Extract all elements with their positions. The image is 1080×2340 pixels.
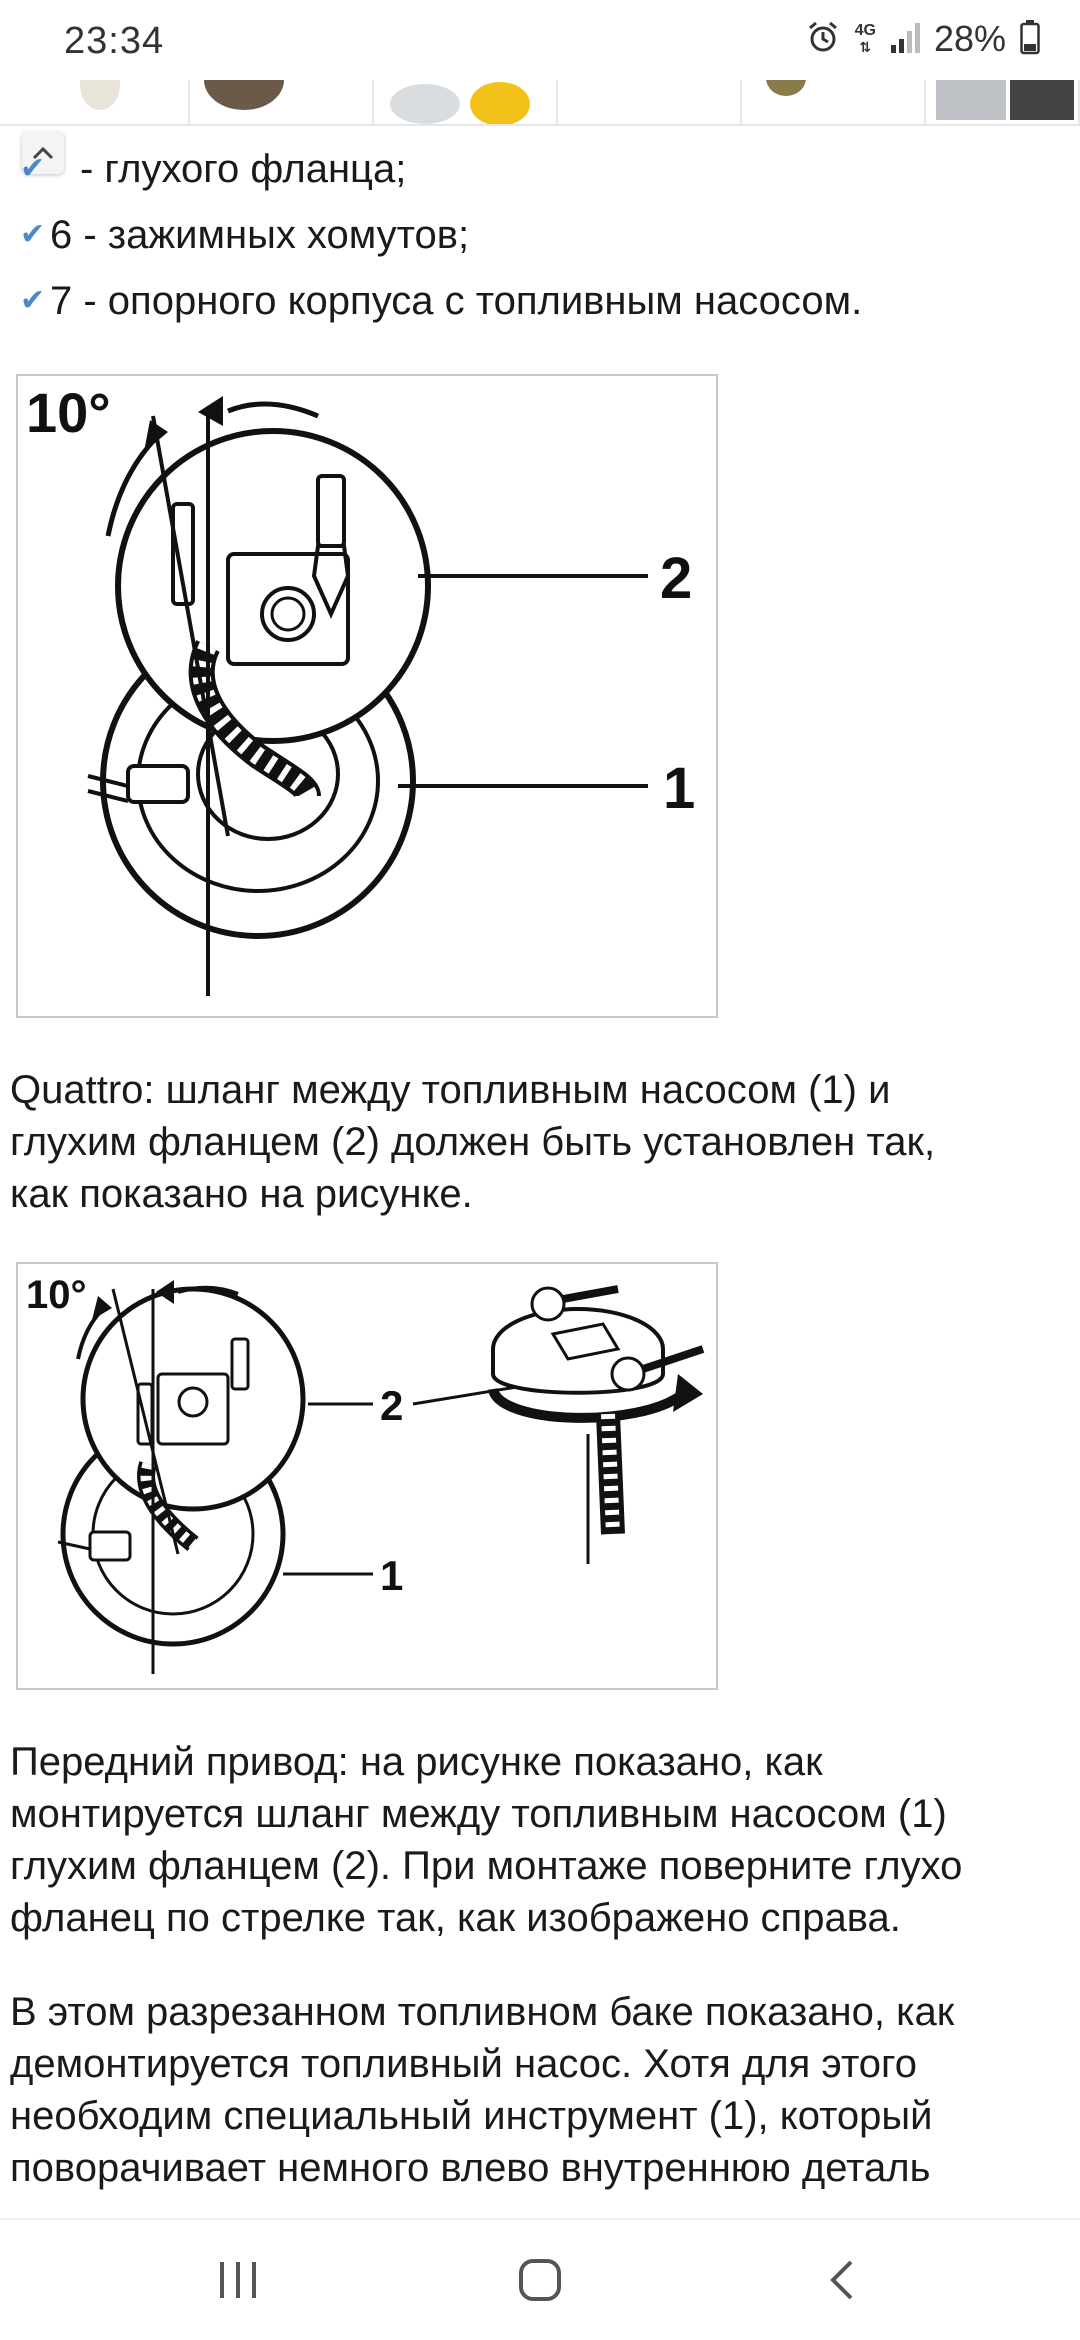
paragraph-line: необходим специальный инструмент (1), ко…: [10, 2094, 933, 2138]
figure1-label-1: 1: [663, 756, 695, 821]
figure1-angle-label: 10°: [26, 381, 111, 444]
figure1-label-2: 2: [660, 546, 692, 611]
paragraph-line: как показано на рисунке.: [10, 1172, 473, 1216]
figure-fuel-pump-front-drive: 10° 2 1: [16, 1262, 718, 1690]
list-item-text: - глухого фланца;: [80, 147, 407, 191]
thumbnail-4[interactable]: [562, 80, 742, 124]
signal-icon: [890, 21, 920, 58]
list-item-text: 6 - зажимных хомутов;: [50, 213, 470, 257]
recent-apps-button[interactable]: [198, 2250, 278, 2310]
fuel-pump-diagram: 10° 2 1: [26, 381, 695, 996]
alarm-icon: [805, 19, 841, 60]
paragraph-line: монтируется шланг между топливным насосо…: [10, 1792, 947, 1836]
recent-apps-icon: [220, 2262, 256, 2298]
back-button[interactable]: [802, 2250, 882, 2310]
thumbnail-strip[interactable]: [0, 80, 1080, 126]
home-button[interactable]: [500, 2250, 580, 2310]
navigation-bar: [0, 2218, 1080, 2340]
paragraph-line: глухим фланцем (2) должен быть установле…: [10, 1120, 936, 1164]
paragraph-line: Quattro: шланг между топливным насосом (…: [10, 1068, 891, 1112]
paragraph-front-drive: Передний привод: на рисунке показано, ка…: [10, 1736, 1080, 1944]
paragraph-quattro: Quattro: шланг между топливным насосом (…: [10, 1064, 1080, 1220]
list-item-text: 7 - опорного корпуса с топливным насосом…: [50, 279, 863, 323]
home-icon: [519, 2259, 561, 2301]
paragraph-line: демонтируется топливный насос. Хотя для …: [10, 2042, 918, 2086]
thumbnail-2[interactable]: [194, 80, 374, 124]
list-item: ✔ - глухого фланца;: [10, 136, 406, 202]
figure-fuel-pump-quattro: 10° 2 1: [16, 374, 718, 1018]
figure2-label-1: 1: [380, 1552, 403, 1599]
paragraph-fuel-tank: В этом разрезанном топливном баке показа…: [10, 1986, 1080, 2218]
paragraph-line: фланец по стрелке так, как изображено сп…: [10, 1896, 901, 1940]
back-icon: [830, 2260, 853, 2300]
battery-percent: 28%: [933, 18, 1006, 59]
network-label: 4G: [854, 21, 876, 39]
list-item: ✔ 6 - зажимных хомутов;: [10, 202, 469, 268]
status-time: 23:34: [64, 20, 165, 62]
fuel-pump-front-drive-diagram: 10° 2 1: [26, 1273, 705, 1674]
battery-icon: [1020, 19, 1040, 60]
collapse-button[interactable]: [22, 132, 64, 174]
check-icon: ✔: [20, 152, 46, 185]
figure2-angle-label: 10°: [26, 1273, 87, 1317]
network-4g-icon: 4G⇅: [854, 21, 876, 55]
paragraph-line: поворачивает немного влево внутреннюю де…: [10, 2146, 931, 2190]
paragraph-line: В этом разрезанном топливном баке показа…: [10, 1990, 955, 2034]
thumbnail-3[interactable]: [378, 80, 558, 124]
list-item: ✔ 7 - опорного корпуса с топливным насос…: [10, 268, 862, 334]
thumbnail-5[interactable]: [746, 80, 926, 124]
status-icons: 4G⇅ 28%: [805, 18, 1040, 60]
paragraph-line: Передний привод: на рисунке показано, ка…: [10, 1740, 823, 1784]
chevron-up-icon: [32, 146, 54, 160]
status-bar: 23:34 4G⇅ 28%: [0, 0, 1080, 84]
figure2-label-2: 2: [380, 1382, 403, 1429]
paragraph-line: глухим фланцем (2). При монтаже повернит…: [10, 1844, 963, 1888]
thumbnail-6[interactable]: [930, 80, 1080, 124]
thumbnail-1[interactable]: [10, 80, 190, 124]
check-icon: ✔: [20, 218, 46, 251]
check-icon: ✔: [20, 284, 46, 317]
